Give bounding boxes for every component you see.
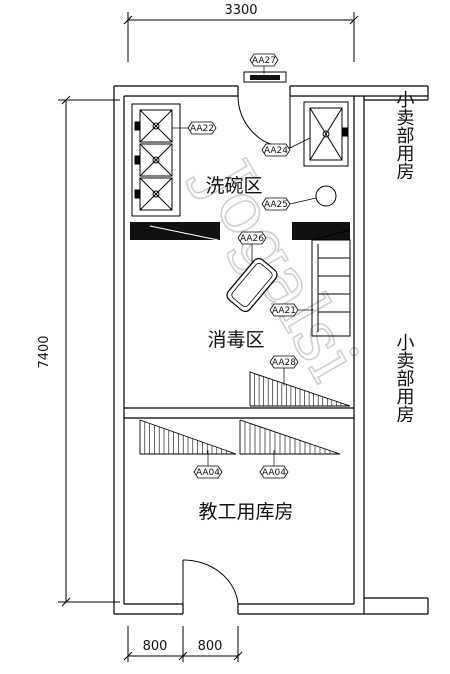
tag-aa25: AA25 [261, 197, 291, 211]
dimension-top [123, 12, 359, 62]
ramp-shelf-lower-right-hatch [244, 421, 336, 454]
svg-text:AA04: AA04 [196, 468, 220, 478]
svg-text:AA25: AA25 [264, 200, 288, 210]
dimension-bottom [123, 626, 243, 662]
tag-aa28: AA28 [269, 355, 299, 369]
dimension-bottom-right-label: 800 [198, 639, 223, 654]
neighbor-label-upper: 小卖部用房 [394, 90, 415, 180]
ramp-shelf-lower-left-hatch [144, 421, 232, 454]
floor-drain [315, 185, 337, 207]
ramp-shelf-upper-hatch [254, 373, 346, 406]
tag-aa04-right: AA04 [259, 465, 289, 479]
svg-text:AA26: AA26 [240, 234, 264, 244]
dimension-top-label: 3300 [224, 3, 257, 18]
shelf-unit [311, 229, 351, 337]
triple-sink [131, 103, 181, 217]
dishwasher-counter-diagonal [149, 225, 219, 241]
svg-text:AA21: AA21 [272, 306, 296, 316]
svg-text:AA04: AA04 [262, 468, 286, 478]
zone-label-staff-storage: 教工用库房 [198, 501, 293, 523]
svg-text:AA27: AA27 [252, 56, 276, 66]
exhaust-unit-body [250, 75, 280, 80]
tag-aa04-left: AA04 [193, 465, 223, 479]
dimension-left-label: 7400 [37, 335, 52, 368]
single-sink [303, 101, 349, 167]
svg-text:AA28: AA28 [272, 358, 296, 368]
dishwasher-counter-right [292, 222, 350, 240]
bottom-door [182, 559, 239, 605]
tag-aa26: AA26 [237, 231, 267, 245]
zone-label-dishwashing: 洗碗区 [205, 175, 262, 197]
tag-aa21: AA21 [269, 303, 299, 317]
tag-aa25-leader [289, 197, 317, 205]
svg-text:AA22: AA22 [190, 124, 214, 134]
neighbor-label-lower: 小卖部用房 [394, 333, 415, 423]
tag-aa24: AA24 [261, 143, 291, 157]
walls [113, 85, 429, 615]
tag-aa27: AA27 [249, 53, 279, 67]
dimension-bottom-left-label: 800 [143, 639, 168, 654]
tag-aa22: AA22 [187, 121, 217, 135]
tag-aa24-leader [289, 137, 311, 149]
dimension-left [58, 95, 120, 607]
svg-text:AA24: AA24 [264, 146, 288, 156]
zone-label-disinfection: 消毒区 [207, 329, 264, 351]
disinfection-cabinet [226, 257, 278, 313]
top-door [237, 95, 291, 149]
